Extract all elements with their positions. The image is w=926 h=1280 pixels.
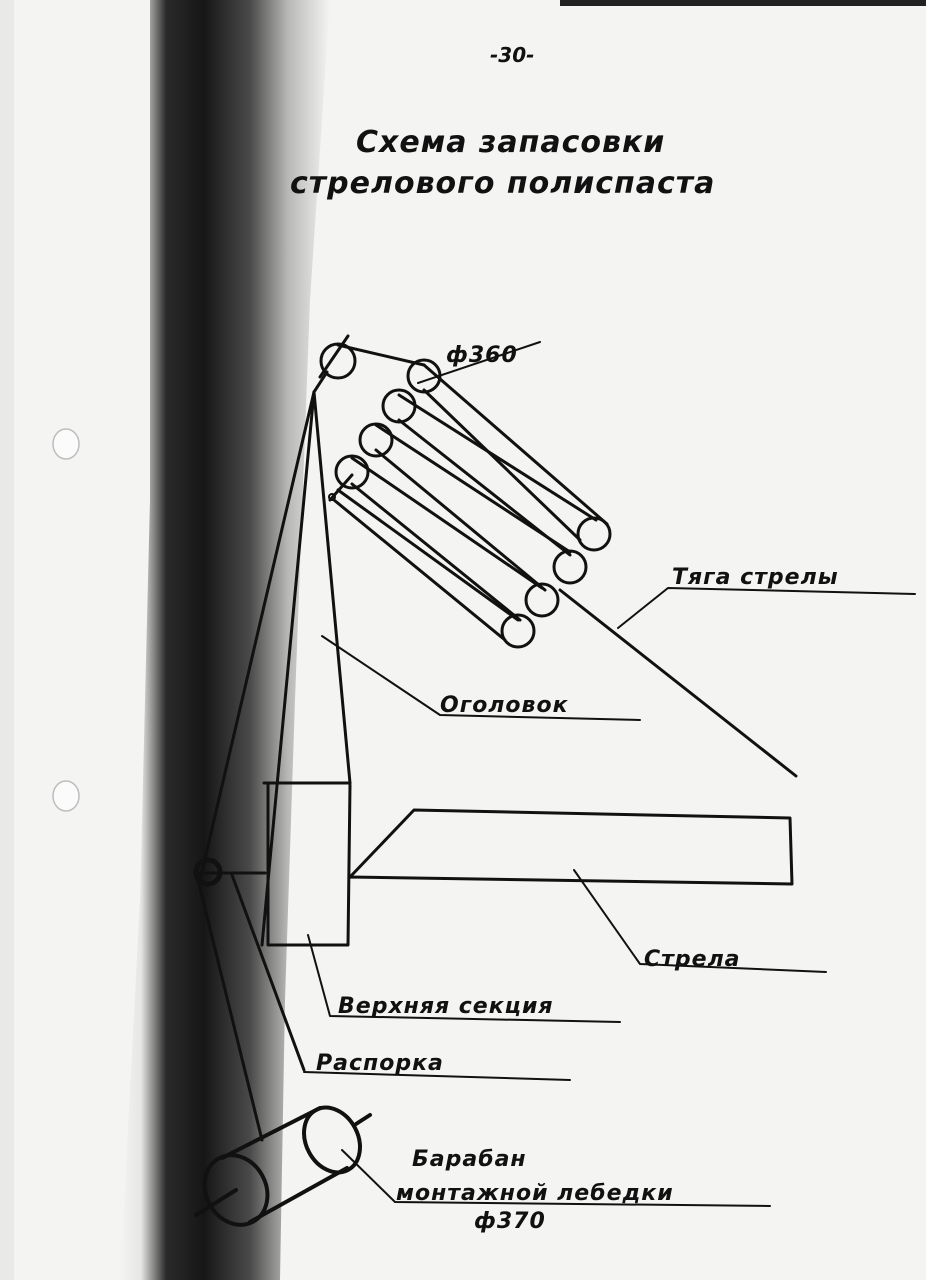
rope-b — [422, 388, 582, 542]
label-drum-line2: монтажной лебедки — [396, 1181, 674, 1206]
drum-rope — [196, 878, 264, 1142]
rope-h — [350, 482, 522, 622]
rope-top-link — [336, 343, 426, 367]
punch-hole-bottom — [52, 780, 80, 812]
label-strut: Распорка — [316, 1051, 444, 1076]
sheave-top-icon — [319, 342, 357, 380]
label-drum-diameter: ф370 — [474, 1209, 546, 1234]
rope-top-down — [312, 370, 329, 394]
drum-bottom-edge — [248, 1166, 349, 1224]
diagram-title-line1: Схема запасовки — [356, 125, 665, 160]
leader-head — [321, 635, 641, 721]
rope-j — [332, 498, 507, 642]
sheave-lower-3-icon — [524, 582, 560, 618]
boom-tie-line — [558, 588, 798, 778]
sheave-upper-4-icon — [334, 454, 370, 490]
label-boom-tie: Тяга стрелы — [672, 565, 839, 590]
top-dark-edge — [560, 0, 926, 6]
sheave-lower-1-icon — [576, 516, 612, 552]
rope-f — [374, 448, 547, 592]
rope-i — [336, 488, 520, 622]
rope-c — [397, 393, 598, 522]
label-head: Оголовок — [440, 693, 569, 718]
drum-axle-far — [354, 1113, 372, 1126]
page-number: -30- — [490, 43, 534, 67]
rope-end — [328, 473, 354, 502]
sheave-upper-3-icon — [358, 422, 394, 458]
mast-inner-leg — [312, 390, 352, 785]
mast-front-leg — [198, 390, 316, 882]
sheave-upper-2-icon — [381, 388, 417, 424]
rope-a — [422, 363, 609, 526]
page-left-edge — [0, 0, 14, 1280]
label-upper-section: Верхняя секция — [338, 994, 553, 1019]
rope-g — [350, 456, 544, 590]
diagram-title-line2: стрелового полиспаста — [290, 166, 715, 201]
drum-axle — [194, 1188, 238, 1217]
drum-end-near — [202, 1153, 270, 1227]
binding-shadow — [120, 0, 330, 1280]
label-drum-line1: Барабан — [412, 1147, 527, 1172]
upper-section-outline — [266, 783, 352, 947]
mast-rear-leg — [260, 390, 316, 947]
rope-e — [374, 423, 572, 554]
leader-strut — [303, 1071, 571, 1081]
label-sheave-diameter: ф360 — [446, 343, 518, 368]
leader-boom-tie — [617, 587, 916, 629]
sheave-lower-4-icon — [500, 613, 536, 649]
drum-top-edge — [220, 1106, 322, 1160]
label-boom: Стрела — [644, 947, 741, 972]
leader-upper-section — [307, 934, 621, 1023]
strut-line — [230, 873, 306, 1072]
rope-anchor — [328, 493, 336, 501]
punch-hole-top — [52, 428, 80, 460]
leader-diameter — [417, 341, 541, 384]
leader-boom — [573, 869, 827, 973]
leader-drum — [341, 1149, 771, 1207]
pivot-joint — [193, 857, 223, 887]
boom-outline — [348, 808, 794, 886]
sheave-lower-2-icon — [552, 549, 588, 585]
